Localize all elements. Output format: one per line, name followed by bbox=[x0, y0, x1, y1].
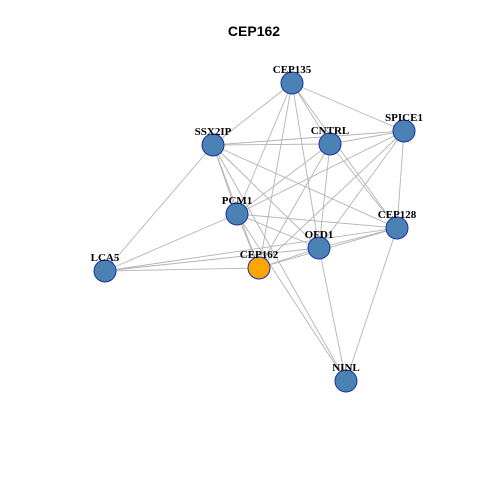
node-label-ninl: NINL bbox=[332, 362, 360, 374]
node-ofd1[interactable] bbox=[307, 236, 331, 260]
edge-ssx2ip-ofd1 bbox=[212, 144, 320, 249]
edge-spice1-pcm1 bbox=[236, 130, 405, 215]
edge-cntrl-cep162 bbox=[258, 143, 331, 269]
edge-spice1-ofd1 bbox=[318, 130, 405, 249]
edge-cep135-ofd1 bbox=[291, 82, 320, 249]
node-label-lca5: LCA5 bbox=[91, 252, 120, 264]
node-label-pcm1: PCM1 bbox=[222, 195, 253, 207]
node-label-ofd1: OFD1 bbox=[305, 229, 334, 241]
edge-cntrl-ofd1 bbox=[318, 143, 331, 249]
edge-cntrl-pcm1 bbox=[236, 143, 331, 215]
node-label-cep128: CEP128 bbox=[378, 209, 417, 221]
edge-ssx2ip-cep128 bbox=[212, 144, 398, 229]
node-layer bbox=[93, 71, 416, 393]
edge-cep135-cntrl bbox=[291, 82, 331, 145]
edge-cep135-ssx2ip bbox=[212, 82, 293, 146]
edge-lca5-cep162 bbox=[104, 267, 260, 272]
diagram-title: CEP162 bbox=[228, 23, 280, 39]
node-label-cep162: CEP162 bbox=[240, 249, 279, 261]
node-pcm1[interactable] bbox=[225, 202, 249, 226]
edge-cep128-lca5 bbox=[104, 227, 398, 272]
node-label-spice1: SPICE1 bbox=[385, 112, 423, 124]
edge-cep135-cep162 bbox=[258, 82, 293, 269]
edge-pcm1-cep128 bbox=[236, 213, 398, 229]
edge-cep135-pcm1 bbox=[236, 82, 293, 215]
node-cep128[interactable] bbox=[385, 216, 409, 240]
node-cntrl[interactable] bbox=[318, 132, 342, 156]
edge-cep135-spice1 bbox=[291, 82, 405, 132]
edge-pcm1-lca5 bbox=[104, 213, 238, 272]
node-ninl[interactable] bbox=[334, 369, 358, 393]
edge-ofd1-ninl bbox=[318, 247, 347, 382]
node-label-cntrl: CNTRL bbox=[311, 125, 350, 137]
node-cep135[interactable] bbox=[280, 71, 304, 95]
edge-pcm1-ofd1 bbox=[236, 213, 320, 249]
edge-pcm1-ninl bbox=[236, 213, 347, 382]
edge-cep128-ninl bbox=[345, 227, 398, 382]
edge-ssx2ip-ninl bbox=[212, 144, 347, 382]
edge-cntrl-spice1 bbox=[329, 130, 405, 145]
edge-ofd1-lca5 bbox=[104, 247, 320, 272]
node-label-cep135: CEP135 bbox=[273, 64, 312, 76]
edge-ssx2ip-cntrl bbox=[212, 143, 331, 146]
node-label-ssx2ip: SSX2IP bbox=[195, 126, 232, 138]
node-spice1[interactable] bbox=[392, 119, 416, 143]
edge-ssx2ip-spice1 bbox=[212, 130, 405, 146]
edge-spice1-cep128 bbox=[396, 130, 405, 229]
node-lca5[interactable] bbox=[93, 259, 117, 283]
node-cep162[interactable] bbox=[247, 256, 271, 280]
node-ssx2ip[interactable] bbox=[201, 133, 225, 157]
edge-ssx2ip-lca5 bbox=[104, 144, 214, 272]
edge-cep135-cep128 bbox=[291, 82, 398, 229]
edge-layer bbox=[104, 82, 405, 382]
